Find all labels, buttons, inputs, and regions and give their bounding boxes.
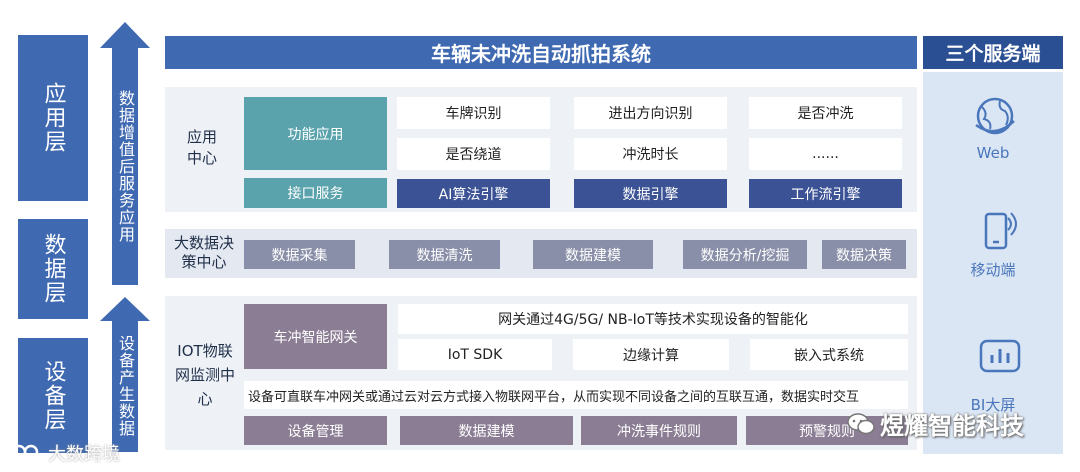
iot-bottom-item: 设备管理 — [244, 416, 387, 445]
app-center-label: 应用中心 — [186, 128, 217, 167]
grid-item: 冲洗时长 — [574, 138, 727, 170]
bigdata-label: 大数据决策中心 — [173, 234, 234, 271]
iot-bottom-item: 冲洗事件规则 — [581, 416, 737, 445]
grid-item: 进出方向识别 — [574, 97, 727, 129]
watermark-brand: 煜耀智能科技 — [880, 412, 1024, 440]
service-bi: BI大屏 — [970, 395, 1016, 414]
layer-data: 数据层 — [18, 219, 88, 319]
system-title: 车辆未冲洗自动抓拍系统 — [165, 36, 917, 69]
engine-box: AI算法引擎 — [397, 179, 550, 208]
arrow-device: 设备产生数据 — [112, 320, 138, 452]
wechat-icon — [847, 412, 875, 436]
gateway-desc: 网关通过4G/5G/ NB-IoT等技术实现设备的智能化 — [398, 304, 908, 334]
iot-label: IOT物联网监测中心 — [174, 342, 235, 408]
layer-data-label: 数据层 — [40, 233, 66, 305]
layer-application-label: 应用层 — [40, 82, 66, 154]
layer-device-label: 设备层 — [40, 359, 66, 432]
iot-bottom-item: 数据建模 — [400, 416, 573, 445]
layer-device: 设备层 — [18, 338, 88, 453]
services-panel — [923, 72, 1063, 454]
bigdata-item: 数据分析/挖掘 — [683, 240, 807, 269]
logo-icon — [10, 440, 46, 464]
grid-item: ...... — [749, 138, 902, 170]
bigdata-item: 数据采集 — [244, 240, 355, 269]
iot-description: 设备可直联车冲网关或通过云对云方式接入物联网平台，从而实现不同设备之间的互联互通… — [244, 381, 908, 409]
bigdata-item: 数据建模 — [533, 240, 653, 269]
grid-item: 车牌识别 — [397, 97, 550, 129]
service-web: Web — [976, 144, 1010, 162]
services-header-text: 三个服务端 — [945, 43, 1041, 65]
arrow-service-label: 数据增值后服务应用 — [116, 89, 135, 243]
grid-item: 是否绕道 — [397, 138, 550, 170]
layer-application: 应用层 — [18, 35, 88, 201]
iot-bottom-item: 预警规则 — [746, 416, 908, 445]
tech-item: 嵌入式系统 — [750, 339, 908, 370]
interface-service-box: 接口服务 — [244, 178, 387, 208]
grid-item: 是否冲洗 — [749, 97, 902, 129]
globe-icon — [972, 95, 1018, 141]
tech-item: IoT SDK — [398, 339, 552, 370]
service-mobile: 移动端 — [970, 260, 1016, 279]
arrow-up-icon — [100, 22, 150, 48]
chart-screen-icon — [978, 337, 1022, 377]
engine-box: 工作流引擎 — [749, 179, 902, 208]
mobile-icon — [980, 208, 1020, 252]
services-header: 三个服务端 — [923, 36, 1063, 69]
watermark-source: 大数跨境 — [48, 444, 120, 465]
arrow-up-icon — [100, 297, 150, 321]
system-title-text: 车辆未冲洗自动抓拍系统 — [431, 42, 651, 66]
gateway-box: 车冲智能网关 — [244, 304, 387, 369]
arrow-service: 数据增值后服务应用 — [112, 47, 138, 285]
function-app-box: 功能应用 — [244, 97, 387, 170]
engine-box: 数据引擎 — [574, 179, 727, 208]
bigdata-item: 数据清洗 — [389, 240, 500, 269]
arrow-device-label: 设备产生数据 — [116, 335, 135, 437]
tech-item: 边缘计算 — [573, 339, 729, 370]
bigdata-item: 数据决策 — [822, 240, 906, 269]
